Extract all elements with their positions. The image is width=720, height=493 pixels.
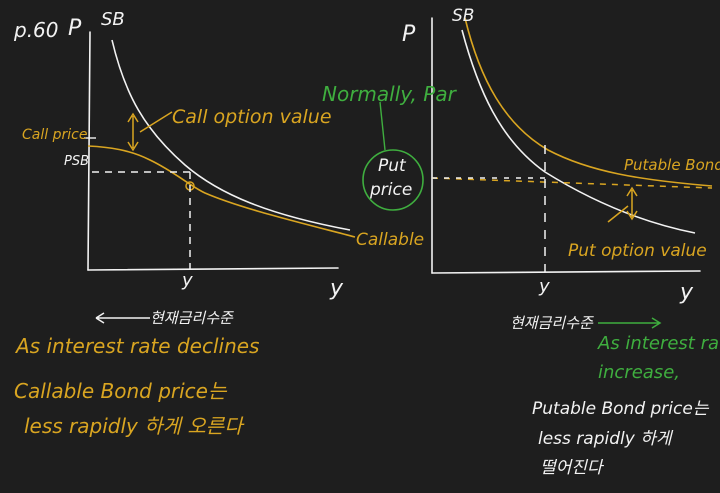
right-panel-axes [431, 17, 701, 274]
left-callable-curve [87, 145, 356, 238]
right-increasing-rate-arrow [598, 317, 662, 329]
right-note-white-line3: 떨어진다 [540, 458, 603, 478]
right-korean-rate-label: 현재금리수준 [510, 314, 593, 332]
right-putable-bond-label: Putable Bond [624, 156, 720, 174]
left-note-line2: Callable Bond price는 [14, 379, 227, 403]
left-option-value-arrow [127, 112, 139, 152]
left-option-value-pointer [139, 111, 173, 133]
left-panel-axes [87, 31, 339, 271]
left-x-axis-label: y [330, 276, 344, 301]
right-normally-par-pointer [379, 101, 386, 151]
left-vertical-axis [87, 31, 91, 271]
right-putable-curve [464, 17, 713, 187]
right-sb-label: SB [452, 6, 475, 26]
left-callable-label: Callable [356, 230, 425, 250]
left-y-mark-label: y [182, 270, 193, 291]
right-note-white-line2: less rapidly 하게 [538, 429, 672, 449]
left-call-option-value-label: Call option value [172, 106, 332, 128]
left-call-price-label: Call price [22, 127, 88, 143]
left-note-line1: As interest rate declines [16, 334, 260, 358]
right-put-price-circle [362, 149, 424, 211]
left-sb-label: SB [101, 9, 125, 30]
right-note-white-line1: Putable Bond price는 [532, 399, 709, 419]
right-price-axis-label: P [402, 22, 416, 47]
left-sb-curve [111, 39, 351, 231]
left-price-axis-label: P [68, 16, 82, 41]
left-horizontal-axis [87, 267, 339, 271]
page-label: p.60 [14, 18, 59, 42]
left-korean-rate-label: 현재금리수준 [150, 309, 233, 327]
left-psb-label: PSB [64, 154, 90, 169]
right-put-price-line2: price [370, 180, 413, 200]
left-declining-rate-arrow [95, 312, 150, 324]
right-sb-curve [461, 29, 696, 234]
right-par-dashed-line [431, 177, 713, 189]
right-option-value-pointer [607, 205, 629, 223]
right-y-mark-label: y [539, 276, 550, 297]
right-note-green-line1: As interest rate [598, 333, 720, 354]
right-option-value-arrow [626, 186, 638, 221]
right-put-option-value-label: Put option value [568, 241, 707, 261]
right-note-green-line2: increase, [598, 362, 680, 383]
right-put-price-line1: Put [378, 156, 406, 176]
left-note-line3: less rapidly 하게 오른다 [24, 414, 243, 438]
right-horizontal-axis [431, 270, 701, 274]
right-normally-par-label: Normally, Par [322, 82, 456, 106]
right-x-axis-label: y [680, 280, 694, 305]
